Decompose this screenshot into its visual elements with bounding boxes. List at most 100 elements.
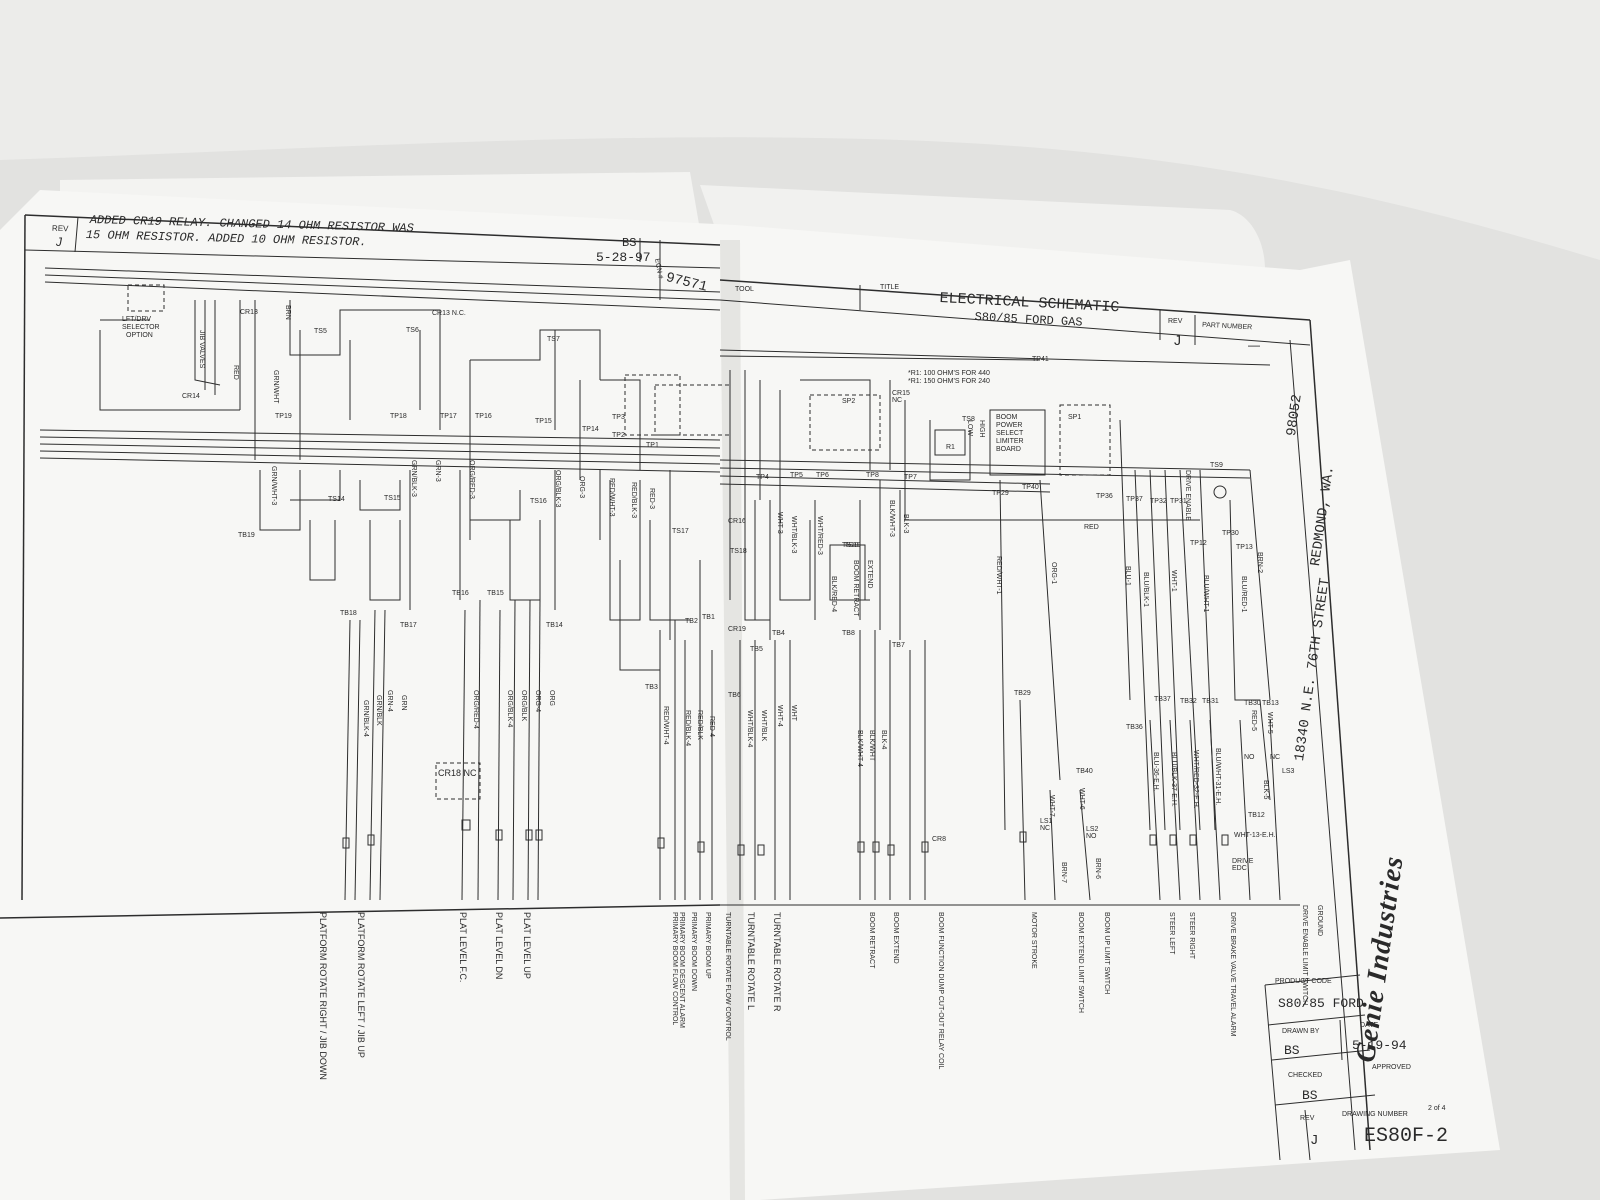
function-label: BOOM UP LIMIT SWITCH bbox=[1103, 912, 1110, 995]
component-label: TS19 bbox=[842, 542, 859, 549]
function-label: BOOM RETRACT bbox=[868, 912, 875, 969]
wire-label: BLK-3 bbox=[902, 514, 909, 534]
function-label: DRIVE ENABLE LIMIT SWITCH bbox=[1301, 905, 1308, 1006]
tp-label: TP37 bbox=[1126, 496, 1143, 503]
wire-label: WHT-6 bbox=[1078, 788, 1085, 810]
component-label: CR19 bbox=[728, 626, 746, 633]
component-label: CR16 bbox=[728, 518, 746, 525]
wire-label: ORG/RED-3 bbox=[468, 460, 475, 499]
tb-label: TB36 bbox=[1126, 724, 1143, 731]
tb-label: TB3 bbox=[645, 684, 658, 691]
component-label: SP2 bbox=[842, 398, 856, 405]
tb-label: TB29 bbox=[1014, 690, 1031, 697]
rev-value: J bbox=[56, 235, 62, 249]
tb-label: TB30 bbox=[1244, 700, 1261, 707]
component-label: TS9 bbox=[1210, 462, 1223, 469]
function-label: TURNTABLE ROTATE FLOW CONTROL bbox=[724, 912, 731, 1041]
tb-label: TB18 bbox=[340, 610, 357, 617]
component-label: LS3 bbox=[1282, 768, 1295, 775]
tp-label: TP14 bbox=[582, 426, 599, 433]
header-rev-label: REV bbox=[1168, 318, 1183, 325]
component-label: JIB VALVES bbox=[198, 330, 205, 369]
revision-drawn-initials: BS bbox=[622, 236, 637, 250]
product-code-label: PRODUCT CODE bbox=[1275, 978, 1332, 985]
checked-by: BS bbox=[1302, 1088, 1318, 1103]
tp-label: TP12 bbox=[1190, 540, 1207, 547]
wire-label: BLU-1 bbox=[1124, 566, 1131, 586]
function-label: GROUND bbox=[1316, 905, 1323, 937]
drawn-by-label: DRAWN BY bbox=[1282, 1028, 1320, 1035]
tb-label: TB2 bbox=[685, 618, 698, 625]
tb-label: TB8 bbox=[842, 630, 855, 637]
wire-label: WHT-1 bbox=[1170, 570, 1177, 592]
component-label: TS19 bbox=[844, 542, 861, 549]
function-label: PLAT LEVEL F.C. bbox=[458, 912, 468, 983]
tp-label: TP41 bbox=[1032, 356, 1049, 363]
component-label: CR8 bbox=[932, 836, 947, 843]
component-label: BOOM POWER SELECT LIMITER BOARD bbox=[996, 414, 1024, 453]
function-label: PLATFORM ROTATE RIGHT / JIB DOWN bbox=[318, 912, 328, 1080]
title-rev-label: REV bbox=[1300, 1115, 1315, 1122]
tb-label: TB16 bbox=[452, 590, 469, 597]
wire-label: RED-5 bbox=[1250, 710, 1257, 732]
component-label: SP1 bbox=[1068, 414, 1082, 421]
component-label: CR18 NC bbox=[438, 768, 477, 778]
rev-label: REV bbox=[51, 223, 69, 234]
component-label: LS2 NO bbox=[1086, 826, 1099, 840]
wire-label: ORG/RED-4 bbox=[472, 690, 479, 729]
wire-label: GRN bbox=[400, 695, 407, 711]
wire-label: WHT/RED-32-E.H. bbox=[1192, 750, 1199, 809]
wire-label: WHT bbox=[790, 705, 797, 721]
function-label: BOOM EXTEND bbox=[892, 912, 899, 964]
tp-label: TP15 bbox=[535, 418, 552, 425]
component-label: TS15 bbox=[384, 495, 401, 502]
function-label: TURNTABLE ROTATE L bbox=[746, 912, 756, 1011]
tp-label: TP8 bbox=[866, 472, 879, 479]
component-label: BOOM RETRACT bbox=[852, 560, 859, 617]
drawn-by: BS bbox=[1284, 1043, 1300, 1058]
wire-label: BLK-5 bbox=[1262, 780, 1269, 800]
wire-label: BLU/RED-1 bbox=[1240, 576, 1247, 613]
function-label: PRIMARY BOOM FLOW CONTROL bbox=[671, 912, 678, 1026]
tb-label: TB37 bbox=[1154, 696, 1171, 703]
function-label: PRIMARY BOOM UP bbox=[704, 912, 711, 979]
title-rev-value: J bbox=[1310, 1133, 1319, 1149]
tp-label: TP18 bbox=[390, 413, 407, 420]
wire-label: ORG-1 bbox=[1050, 562, 1057, 585]
wire-label: RED-4 bbox=[708, 716, 715, 738]
function-label: STEER RIGHT bbox=[1188, 912, 1195, 960]
component-label: *R1: 150 OHM'S FOR 240 bbox=[908, 378, 990, 385]
wire-label: BLU/WHT-1 bbox=[1202, 575, 1209, 613]
wire-label: BRN-7 bbox=[1060, 862, 1067, 884]
date-label: DATE bbox=[1360, 1022, 1379, 1029]
approved-label: APPROVED bbox=[1372, 1064, 1411, 1071]
tp-label: TP30 bbox=[1222, 530, 1239, 537]
tp-label: TP40 bbox=[1022, 484, 1039, 491]
tp-label: TP2 bbox=[612, 432, 625, 439]
tb-label: TB19 bbox=[238, 532, 255, 539]
wire-label: BLU-36-E.H. bbox=[1152, 752, 1159, 792]
component-label: HIGH bbox=[978, 420, 985, 438]
wire-label: ORG/BLK-4 bbox=[506, 690, 513, 728]
function-label: PLAT LEVEL UP bbox=[522, 912, 532, 979]
component-label: NO bbox=[1244, 754, 1255, 761]
wire-label: WHT-7 bbox=[1048, 795, 1055, 817]
tb-label: TB12 bbox=[1248, 812, 1265, 819]
tp-label: TP29 bbox=[992, 490, 1009, 497]
component-label: LFT/DRV bbox=[122, 316, 152, 323]
wire-label: RED/WHT-1 bbox=[995, 556, 1002, 595]
wire-label: BLK/WHT-4 bbox=[856, 730, 863, 767]
component-label: TS6 bbox=[406, 327, 419, 334]
tb-label: TB17 bbox=[400, 622, 417, 629]
tb-label: TB15 bbox=[487, 590, 504, 597]
component-label: DRIVE ENABLE bbox=[1184, 470, 1191, 521]
wire-label: RED/BLK bbox=[696, 710, 703, 740]
function-label: TURNTABLE ROTATE R bbox=[772, 912, 782, 1012]
wire-label: GRN/BLK-3 bbox=[410, 460, 417, 497]
wire-label: BLU/BLK-37-E.H. bbox=[1170, 752, 1177, 807]
function-label: STEER LEFT bbox=[1168, 912, 1175, 955]
component-label: TS7 bbox=[547, 336, 560, 343]
wire-label: BRN-6 bbox=[1094, 858, 1101, 880]
checked-label: CHECKED bbox=[1288, 1072, 1323, 1079]
